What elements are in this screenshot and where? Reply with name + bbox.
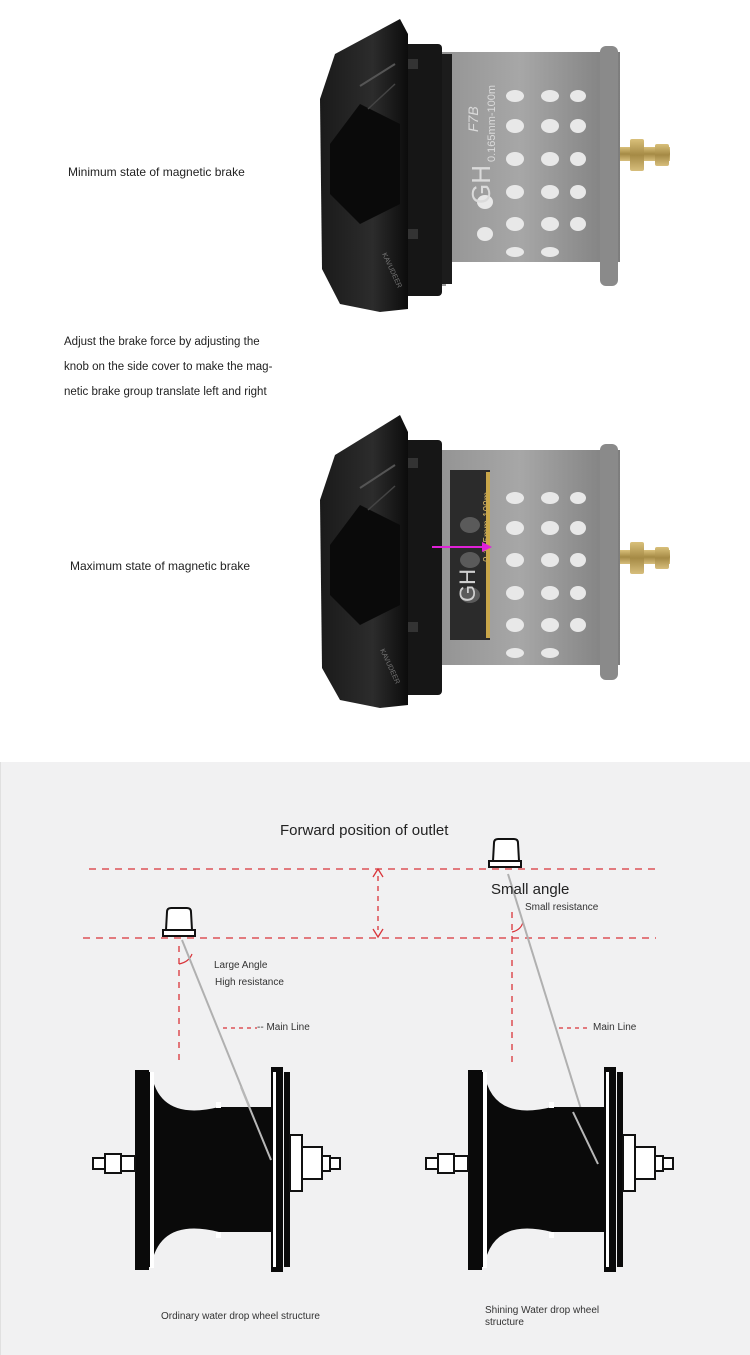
- outlet-diagram-panel: Forward position of outlet: [0, 762, 750, 1355]
- spool-holes: [477, 90, 586, 257]
- left-caption: Ordinary water drop wheel structure: [161, 1311, 320, 1322]
- spool-model-print: GH: [466, 165, 496, 204]
- diagram-title: Forward position of outlet: [280, 822, 449, 839]
- left-spool-icon: [92, 1067, 341, 1272]
- right-main-line-label: Main Line: [593, 1022, 637, 1033]
- left-line-guide-icon: [162, 907, 196, 937]
- reel-photo-maximum-state: GH 0.165mm-100m KAVUDEER: [320, 415, 670, 708]
- spool-logo-print: F7B: [465, 106, 481, 132]
- left-angle-label: Large Angle: [214, 960, 268, 971]
- adjust-description-line-1: Adjust the brake force by adjusting the: [64, 336, 260, 348]
- spool-holes: [506, 492, 586, 658]
- right-resistance-label: Small resistance: [525, 902, 599, 913]
- left-main-line-label: -- Main Line: [257, 1022, 310, 1033]
- spool-spec-print: 0.165mm-100m: [486, 85, 498, 162]
- translate-arrow-head: [482, 542, 492, 552]
- adjust-description-line-3: netic brake group translate left and rig…: [64, 386, 267, 398]
- maximum-state-label: Maximum state of magnetic brake: [70, 559, 251, 573]
- right-caption-line-2: structure: [485, 1317, 524, 1328]
- left-resistance-label: High resistance: [215, 977, 284, 988]
- adjust-description-line-2: knob on the side cover to make the mag-: [64, 361, 273, 373]
- diagram-lines: [83, 838, 674, 1272]
- spool-model-print-2: GH: [455, 569, 480, 602]
- adjust-description: Adjust the brake force by adjusting the …: [64, 330, 304, 405]
- reel-photo-minimum-state: GH 0.165mm-100m F7B KAVUDEER: [320, 19, 670, 312]
- right-caption: Shining Water drop wheel structure: [485, 1305, 599, 1329]
- right-spool-icon: [425, 1067, 674, 1272]
- minimum-state-label: Minimum state of magnetic brake: [68, 165, 245, 179]
- right-caption-line-1: Shining Water drop wheel: [485, 1305, 600, 1316]
- right-angle-label: Small angle: [491, 881, 570, 898]
- right-line-guide-icon: [488, 838, 522, 868]
